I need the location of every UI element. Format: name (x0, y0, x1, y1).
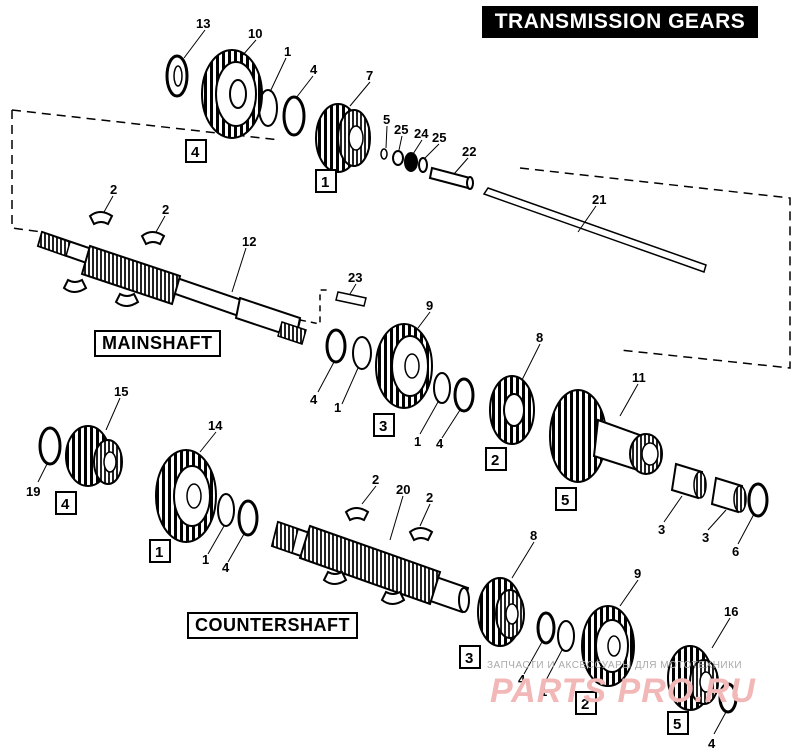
snap-ring-1-mid (352, 336, 372, 370)
gear-15 (65, 425, 123, 487)
part-number: 7 (366, 68, 373, 83)
part-number: 8 (530, 528, 537, 543)
part-number: 1 (334, 400, 341, 415)
part-number: 1 (202, 552, 209, 567)
washer-4-counter-a (237, 499, 259, 537)
gear-7 (315, 103, 371, 173)
part-number: 11 (632, 370, 646, 385)
watermark-tagline: ЗАПЧАСТИ И АКСЕССУАРЫ ДЛЯ МОТОТЕХНИКИ (487, 660, 743, 671)
part-number: 25 (432, 130, 446, 145)
gear-position-number: 1 (321, 174, 329, 191)
mainshaft-group-dashed-outline-mid (299, 289, 330, 325)
part-number: 9 (426, 298, 433, 313)
part-number: 25 (394, 122, 408, 137)
part-number: 2 (162, 202, 169, 217)
part-number: 4 (310, 392, 318, 407)
part-number: 2 (426, 490, 433, 505)
part-number: 4 (518, 672, 526, 687)
part-number: 6 (732, 544, 739, 559)
washer-5 (380, 148, 388, 160)
gear-position-number: 2 (581, 696, 589, 713)
part-number: 21 (592, 192, 606, 207)
gear-position-number: 1 (155, 544, 163, 561)
needle-bearing-3b (710, 476, 747, 514)
washer-4-top (282, 95, 306, 137)
mainshaft-12 (36, 230, 307, 345)
part-number: 4 (310, 62, 318, 77)
washer-25a (392, 150, 404, 166)
part-number: 23 (348, 270, 362, 285)
snap-ring-1-b (433, 372, 451, 404)
gear-position-number: 3 (465, 650, 473, 667)
washer-4-mid (325, 328, 347, 364)
gear-position-number: 2 (491, 452, 499, 469)
washer-25b (418, 157, 428, 173)
countershaft-20 (270, 520, 470, 614)
watermark-logo: PARTS PRO.RU (490, 672, 756, 710)
snap-ring-1-counter-b (557, 620, 575, 652)
needle-bearing-halves-mainshaft (62, 211, 166, 307)
part-number: 3 (702, 530, 709, 545)
washer-13 (165, 54, 189, 98)
part-number: 15 (114, 384, 128, 399)
pushrod-22 (428, 166, 474, 190)
part-number: 24 (414, 126, 429, 141)
gear-11 (549, 389, 663, 483)
part-number: 4 (222, 560, 230, 575)
gear-position-boxes: 4 1 3 2 5 4 1 3 2 5 (55, 139, 689, 735)
leader-lines (37, 29, 755, 735)
part-number: 10 (248, 26, 262, 41)
part-number: 20 (396, 482, 410, 497)
gear-position-number: 4 (61, 496, 70, 513)
pushrod-21 (482, 187, 707, 273)
countershaft-label: COUNTERSHAFT (187, 612, 358, 639)
gear-14 (155, 449, 217, 543)
part-number: 2 (372, 472, 379, 487)
bearing-24 (404, 152, 418, 172)
mainshaft-group-dashed-outline (11, 110, 43, 233)
part-number: 1 (540, 684, 547, 699)
part-number: 16 (724, 604, 738, 619)
gear-8-countershaft (477, 577, 525, 647)
part-number: 13 (196, 16, 210, 31)
part-number: 22 (462, 144, 476, 159)
part-number: 1 (414, 434, 421, 449)
snap-ring-1-counter-a (217, 493, 235, 527)
part-number: 2 (110, 182, 117, 197)
gear-position-number: 4 (191, 144, 200, 161)
part-number: 4 (436, 436, 444, 451)
diagram-title: TRANSMISSION GEARS (482, 6, 758, 38)
mainshaft-group-dashed-outline-right (519, 167, 791, 369)
part-number: 5 (383, 112, 390, 127)
part-number: 3 (658, 522, 665, 537)
part-number: 8 (536, 330, 543, 345)
washer-6 (747, 482, 769, 518)
gear-16 (667, 645, 719, 711)
part-number: 19 (26, 484, 40, 499)
washer-4-counter-c (718, 682, 738, 714)
gear-position-number: 5 (673, 716, 681, 733)
washer-4-b (453, 377, 475, 413)
pin-23 (335, 291, 367, 307)
part-number: 12 (242, 234, 256, 249)
gear-10 (201, 49, 263, 139)
snap-ring-1-top (258, 89, 278, 127)
gear-position-number: 3 (379, 418, 387, 435)
part-number: 14 (208, 418, 223, 433)
washer-19 (38, 426, 62, 466)
needle-bearing-3a (670, 462, 707, 500)
mainshaft-label: MAINSHAFT (94, 330, 221, 357)
gear-9-mainshaft (375, 323, 433, 409)
part-number: 9 (634, 566, 641, 581)
gear-8-mainshaft (489, 375, 535, 445)
part-number-labels: 13 10 1 4 7 5 25 24 25 22 21 2 2 12 23 9… (26, 16, 739, 751)
washer-4-counter-b (536, 611, 556, 645)
part-number: 4 (708, 736, 716, 751)
gear-position-number: 5 (561, 492, 569, 509)
gear-9-countershaft (581, 605, 635, 687)
part-number: 1 (284, 44, 291, 59)
needle-bearing-halves-countershaft (322, 507, 434, 605)
